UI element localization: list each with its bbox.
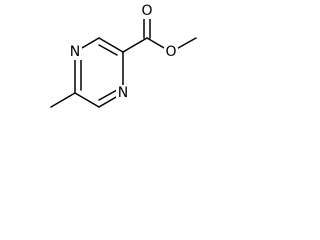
- bond-c2-c3: [98, 37, 124, 53]
- bond-methyl: [50, 92, 76, 108]
- ester-group: [122, 12, 197, 53]
- atom-n-bottom: N: [116, 85, 130, 101]
- structure-diagram: N N O O: [50, 3, 197, 108]
- atom-o-ester: O: [164, 44, 178, 60]
- atom-label-o-ester: O: [165, 44, 176, 60]
- bond-c2-c3-inner: [98, 44, 118, 56]
- bond-c5-c6: [74, 92, 100, 108]
- atom-label-n-bottom: N: [118, 85, 128, 101]
- bond-n4-c5-inner: [98, 89, 118, 101]
- atom-n-top: N: [68, 44, 82, 60]
- pyrazine-ring: [74, 37, 124, 108]
- atom-o-carbonyl: O: [140, 3, 154, 19]
- atom-label-n-top: N: [70, 44, 80, 60]
- bond-ring-carbonyl-c: [122, 37, 148, 53]
- atom-label-o-carbonyl: O: [141, 3, 152, 19]
